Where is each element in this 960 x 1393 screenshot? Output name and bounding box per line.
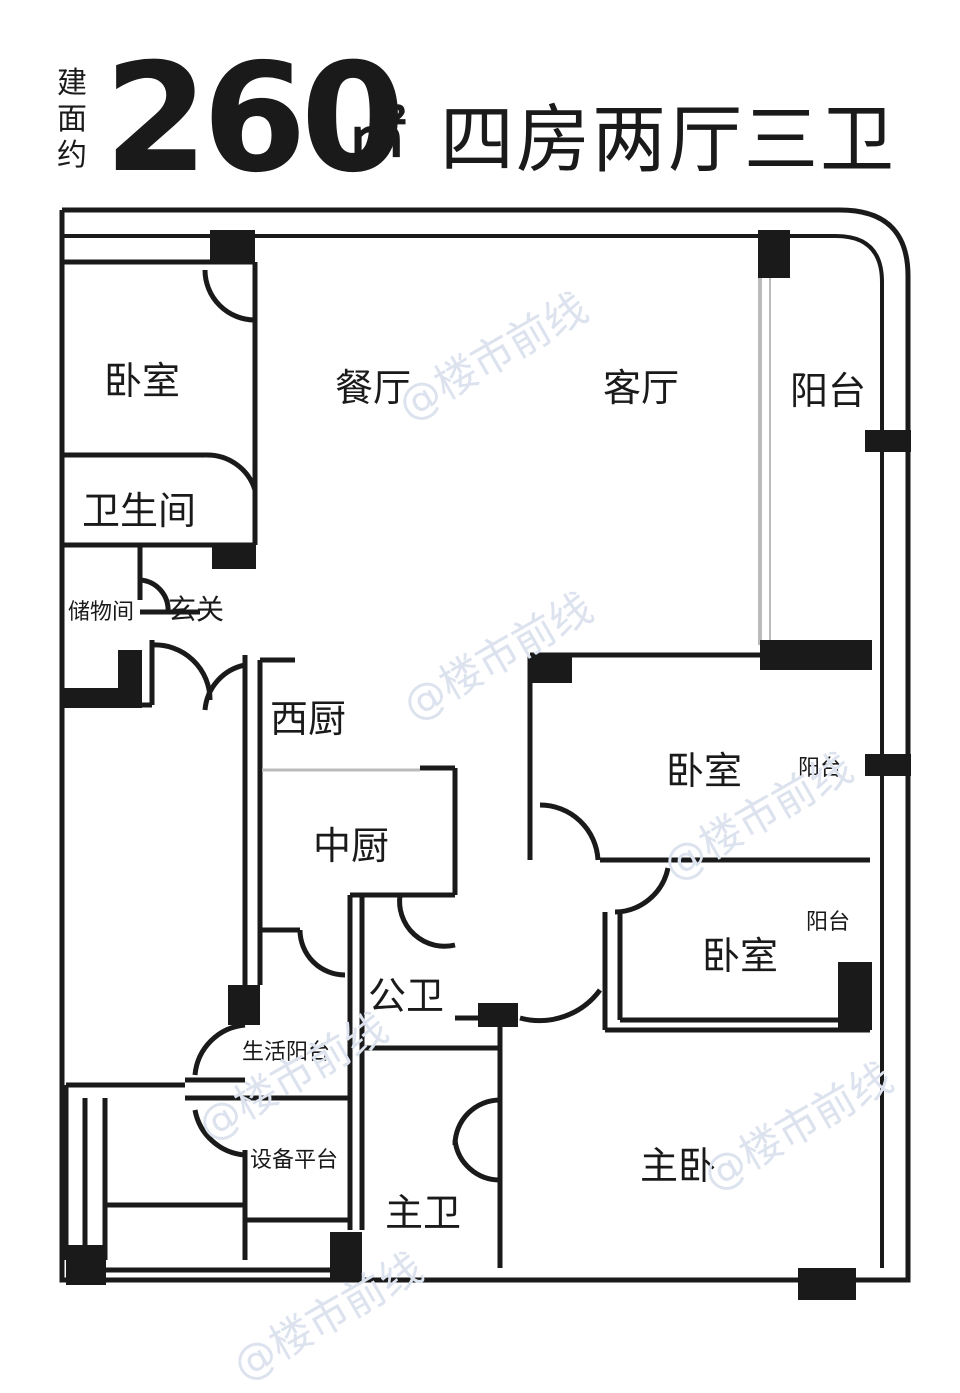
room-balcony-south: 阳台 xyxy=(806,910,851,935)
room-balcony-east: 阳台 xyxy=(790,369,867,413)
room-storage: 储物间 xyxy=(68,600,135,625)
structural-columns xyxy=(62,230,911,1300)
room-master-bedroom: 主卧 xyxy=(640,1144,717,1188)
floor-plan xyxy=(59,207,911,1300)
room-bathroom-nw: 卫生间 xyxy=(82,489,197,533)
room-balcony-mid: 阳台 xyxy=(798,756,843,781)
room-service-balcony: 生活阳台 xyxy=(242,1040,331,1065)
room-chinese-kitchen: 中厨 xyxy=(313,824,390,868)
room-public-bath: 公卫 xyxy=(368,974,445,1018)
room-dining: 餐厅 xyxy=(335,366,412,410)
header: 建面约 260 ㎡ 四房两厅三卫 xyxy=(0,0,960,200)
room-equipment-platform: 设备平台 xyxy=(250,1148,339,1173)
room-bedroom-south: 卧室 xyxy=(702,934,779,978)
area-label: 建面约 xyxy=(57,66,87,173)
room-foyer: 玄关 xyxy=(168,593,225,626)
room-master-bath: 主卫 xyxy=(385,1191,462,1235)
area-value: 260 xyxy=(104,32,405,206)
room-western-kitchen: 西厨 xyxy=(270,697,347,741)
room-bedroom-nw: 卧室 xyxy=(104,359,181,403)
room-living: 客厅 xyxy=(603,366,680,410)
room-bedroom-mid: 卧室 xyxy=(666,749,743,793)
layout-title: 四房两厅三卫 xyxy=(440,97,896,183)
area-unit: ㎡ xyxy=(348,102,407,170)
